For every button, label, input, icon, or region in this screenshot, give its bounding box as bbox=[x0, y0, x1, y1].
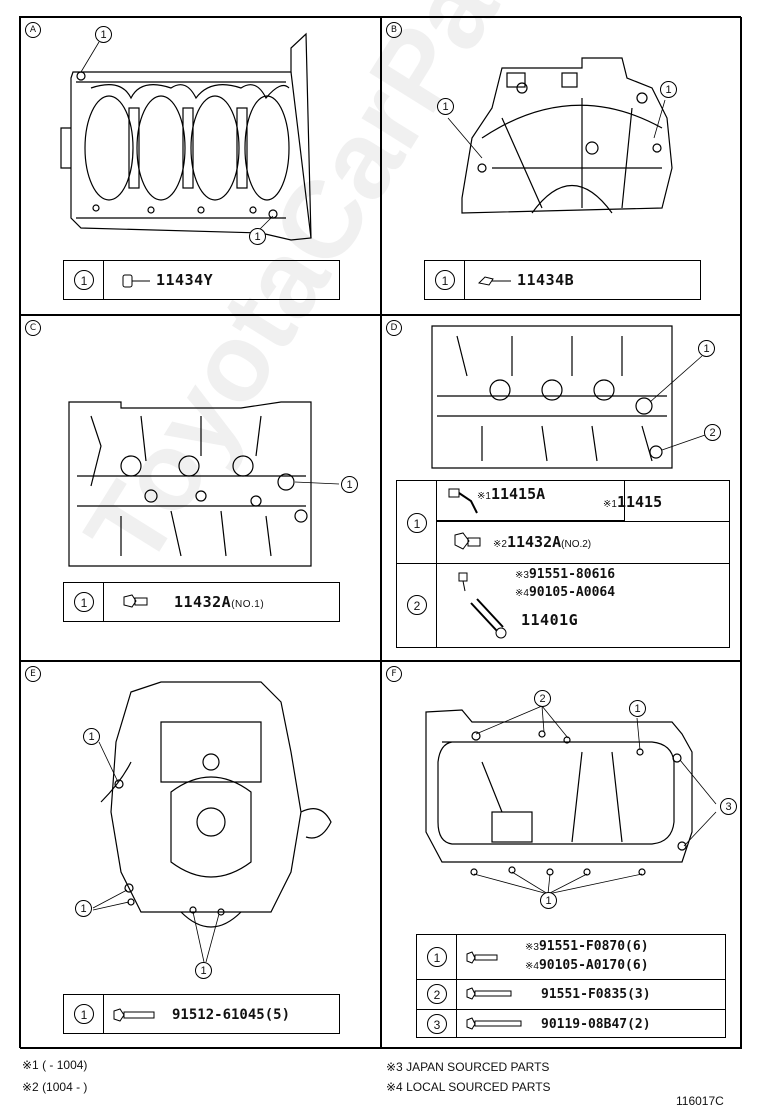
part-number-91551-f0870: ※391551-F0870(6) bbox=[525, 939, 649, 954]
panel-label-f: F bbox=[386, 666, 402, 682]
callout-1: 1 bbox=[698, 340, 715, 357]
part-number-text: 11432A bbox=[174, 593, 232, 611]
part-number-11415a: ※111415A bbox=[477, 485, 546, 503]
callout-1-left-top: 1 bbox=[83, 728, 100, 745]
bolt-icon bbox=[466, 987, 512, 1000]
row-number-3: 3 bbox=[427, 1014, 447, 1034]
part-number-11415: ※111415 bbox=[603, 493, 663, 511]
footnote-3: ※3 JAPAN SOURCED PARTS bbox=[386, 1060, 550, 1074]
row-number-2: 2 bbox=[407, 595, 427, 615]
oil-jet-icon bbox=[448, 488, 478, 514]
row-number-1: 1 bbox=[427, 947, 447, 967]
callout-1-left: 1 bbox=[437, 98, 454, 115]
footnote-4: ※4 LOCAL SOURCED PARTS bbox=[386, 1080, 551, 1094]
plug-icon bbox=[477, 276, 511, 286]
panel-a: A 1 1 1 bbox=[20, 17, 381, 315]
panel-e: E 1 1 1 1 bbox=[20, 661, 381, 1049]
plug-icon bbox=[123, 594, 148, 608]
cylinder-block-front-drawing bbox=[447, 57, 673, 214]
callout-1-bottom: 1 bbox=[540, 892, 557, 909]
callout-3: 3 bbox=[720, 798, 737, 815]
footnote-1: ※1 ( - 1004) bbox=[22, 1058, 88, 1072]
row-number-1: 1 bbox=[407, 513, 427, 533]
parts-table-a: 1 11434Y bbox=[63, 260, 340, 300]
plug-icon bbox=[454, 532, 481, 550]
bolt-icon bbox=[466, 1017, 522, 1030]
figure-code: 116017C bbox=[676, 1094, 724, 1108]
part-number-90119-08b47: 90119-08B47(2) bbox=[541, 1017, 651, 1032]
row-number-2: 2 bbox=[427, 984, 447, 1004]
diagram-grid: A 1 1 1 bbox=[19, 16, 742, 1049]
cylinder-block-rear-drawing bbox=[92, 681, 332, 963]
callout-1-bottom: 1 bbox=[249, 228, 266, 245]
part-number-11434b: 11434B bbox=[517, 271, 575, 289]
panel-label-d: D bbox=[386, 320, 402, 336]
callout-1-top: 1 bbox=[95, 26, 112, 43]
parts-table-d: 1 2 ※111415A ※111415 ※211432A(NO.2) bbox=[396, 480, 730, 648]
part-number-91551-f0835: 91551-F0835(3) bbox=[541, 987, 651, 1002]
bolt-and-sensor-icon bbox=[458, 572, 507, 639]
row-number-1: 1 bbox=[74, 270, 94, 290]
cylinder-block-left-drawing bbox=[68, 401, 340, 567]
bolt-icon bbox=[466, 951, 498, 964]
parts-table-c: 1 11432A(NO.1) bbox=[63, 582, 340, 622]
part-number-11432a-no2: ※211432A(NO.2) bbox=[493, 533, 592, 551]
cylinder-block-right-drawing bbox=[431, 325, 709, 469]
part-number-11432a: 11432A(NO.1) bbox=[174, 593, 264, 611]
panel-label-e: E bbox=[25, 666, 41, 682]
part-number-11434y: 11434Y bbox=[156, 271, 214, 289]
part-number-90105-a0064: ※490105-A0064 bbox=[515, 585, 616, 600]
parts-table-e: 1 91512-61045(5) bbox=[63, 994, 340, 1034]
panel-label-b: B bbox=[386, 22, 402, 38]
parts-table-f: 1 2 3 ※391551-F0870(6) ※490105-A0170(6) … bbox=[416, 934, 726, 1038]
part-number-90105-a0170: ※490105-A0170(6) bbox=[525, 958, 649, 973]
row-number-1: 1 bbox=[74, 592, 94, 612]
parts-table-b: 1 11434B bbox=[424, 260, 701, 300]
footnote-2: ※2 (1004 - ) bbox=[22, 1080, 88, 1094]
panel-label-a: A bbox=[25, 22, 41, 38]
panel-d: D 1 2 1 2 bbox=[381, 315, 742, 661]
callout-1-left-bottom: 1 bbox=[75, 900, 92, 917]
panel-f: F 2 1 3 1 bbox=[381, 661, 742, 1049]
callout-1: 1 bbox=[341, 476, 358, 493]
callout-2: 2 bbox=[534, 690, 551, 707]
plug-icon bbox=[122, 274, 150, 288]
callout-2: 2 bbox=[704, 424, 721, 441]
callout-1-top: 1 bbox=[629, 700, 646, 717]
part-number-91512-61045: 91512-61045(5) bbox=[172, 1007, 291, 1023]
row-number-1: 1 bbox=[74, 1004, 94, 1024]
callout-1-right: 1 bbox=[660, 81, 677, 98]
cylinder-block-side-drawing bbox=[60, 32, 312, 241]
part-number-11401g: 11401G bbox=[521, 611, 579, 629]
part-number-91551-80616: ※391551-80616 bbox=[515, 567, 616, 582]
bolt-icon bbox=[113, 1008, 155, 1022]
row-number-1: 1 bbox=[435, 270, 455, 290]
panel-label-c: C bbox=[25, 320, 41, 336]
panel-b: B 1 1 1 11434B bbox=[381, 17, 742, 315]
part-note: (NO.1) bbox=[231, 599, 265, 610]
callout-1-bottom: 1 bbox=[195, 962, 212, 979]
panel-c: C 1 1 11432A(NO.1) bbox=[20, 315, 381, 661]
crankcase-bottom-drawing bbox=[425, 705, 717, 895]
